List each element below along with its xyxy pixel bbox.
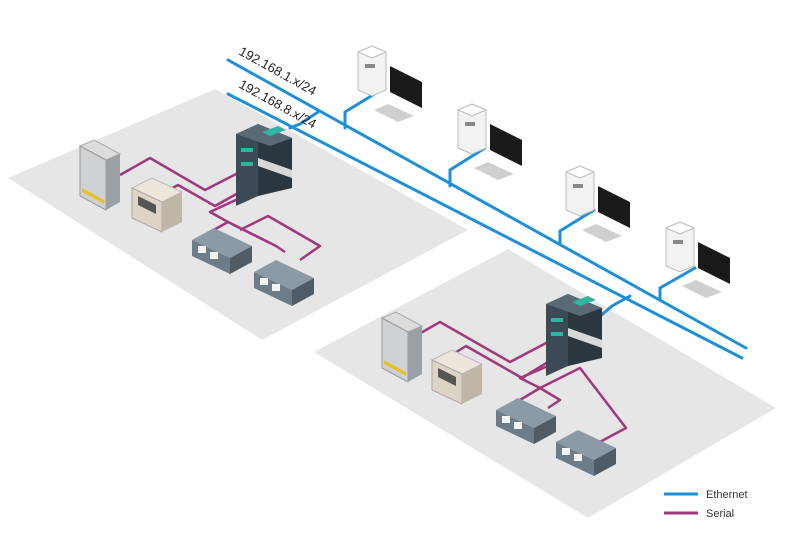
switchgear-cabinet-icon [380,311,424,383]
switchgear-cabinet-icon [78,139,122,211]
ethernet-line-lower [226,92,744,360]
gateway-device-icon [546,294,602,376]
power-meter-icon [130,177,184,233]
gateway-device-icon [236,124,292,206]
legend: Ethernet Serial [664,489,748,520]
protection-relay-icon [496,398,556,444]
ethernet-drop-pc4 [658,266,697,302]
desktop-computer-icon [564,165,630,242]
ethernet-drop-pc3 [558,208,596,246]
protection-relay-icon [556,430,616,476]
legend-serial-label: Serial [706,508,734,520]
power-meter-icon [430,349,484,405]
ethernet-drop-gateway-lower [596,294,632,320]
desktop-computer-icon [356,45,422,122]
desktop-computer-icon [664,221,730,298]
protection-relay-icon [192,228,252,274]
desktop-computer-icon [456,103,522,180]
ethernet-backbone [226,58,748,360]
site-floor-upper [8,89,468,340]
ethernet-drop-pc2 [448,146,487,188]
protection-relay-icon [254,260,314,306]
ethernet-drop-pc1 [343,88,383,130]
ethernet-drop-gateway-upper [288,110,320,130]
serial-wiring-lower [411,320,628,446]
site-floor-lower [314,249,776,518]
legend-ethernet-label: Ethernet [706,489,748,501]
